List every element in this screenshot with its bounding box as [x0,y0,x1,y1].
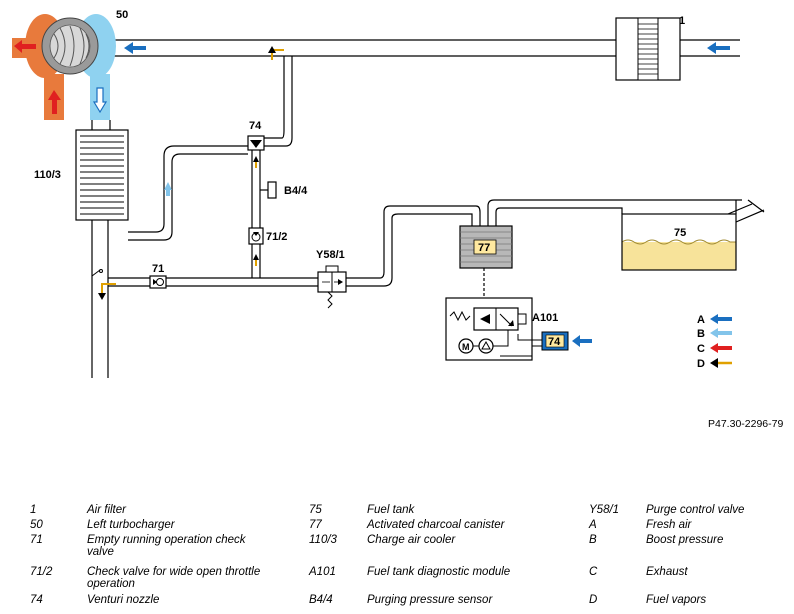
venturi-nozzle [247,135,265,151]
legend-label: Purge control valve [646,504,745,516]
charcoal-canister [459,225,513,269]
callout-71-2: 71/2 [266,231,287,243]
legend-key: 77 [309,519,322,531]
legend-label: Fuel vapors [646,594,707,606]
legend-arrow-b [710,328,732,338]
legend-arrow-c [710,343,732,353]
legend-label: Air filter [87,504,126,516]
legend-key: 71 [30,534,43,546]
legend-label: Fuel tank diagnostic module [367,566,511,578]
callout-a101: A101 [532,312,558,324]
legend-label: Check valve for wide open throttle opera… [87,566,261,590]
legend-key: B4/4 [309,594,333,606]
legend-key: 50 [30,519,43,531]
callout-77: 77 [478,242,490,254]
callout-71: 71 [152,263,164,275]
legend-key: 71/2 [30,566,53,578]
evap-system-diagram: 1 50 [12,9,765,378]
callout-50: 50 [116,9,128,21]
legend-key: B [589,534,597,546]
purge-line-horizontal [108,205,481,287]
callout-b4-4: B4/4 [284,185,308,197]
check-valve-71 [149,275,167,289]
check-valve-71-2 [248,227,264,245]
legend-label: Empty running operation check valve [87,534,246,558]
legend-label: Left turbocharger [87,519,175,531]
legend-key-a: A [697,314,705,326]
legend-label: Fresh air [646,519,692,531]
purge-riser [251,150,261,278]
legend-key: A [589,519,597,531]
legend-label: Venturi nozzle [87,594,160,606]
legend-key-b: B [697,328,705,340]
callout-75: 75 [674,227,686,239]
legend-key: 110/3 [309,534,337,546]
legend-arrow-a [710,314,732,324]
legend-arrow-d [710,358,732,368]
fresh-air-arrow-2 [124,42,146,54]
charge-air-cooler [75,120,129,221]
throttle-flap [91,269,103,277]
legend-label: Exhaust [646,566,688,578]
fresh-air-arrow-1 [707,42,730,54]
purge-control-valve [317,265,347,309]
legend-key: 75 [309,504,322,516]
legend-key: 1 [30,504,37,516]
intake-manifold-pipe [91,220,109,378]
boost-pressure-arrow [164,182,172,196]
turbocharger [12,14,116,120]
fuel-vapor-arrow-riser-upper [253,156,259,168]
fuel-vapor-arrow-riser-lower [253,254,259,266]
legend-key: A101 [309,566,336,578]
callout-y58-1: Y58/1 [316,249,345,261]
legend-label: Charge air cooler [367,534,456,546]
legend-label: Fuel tank [367,504,415,516]
callout-1: 1 [679,15,685,27]
legend-label: Purging pressure sensor [367,594,493,606]
boost-line [128,145,248,241]
flow-legend: A B C D [697,314,732,370]
purging-pressure-sensor [260,181,277,199]
legend-key: Y58/1 [589,504,620,516]
legend-key: D [589,594,598,606]
legend-label: Boost pressure [646,534,724,546]
legend-label: Activated charcoal canister [367,519,505,531]
air-filter [615,17,681,81]
legend-key-c: C [697,343,705,355]
fresh-air-arrow-module [572,335,592,347]
reference-code: P47.30-2296-79 [708,418,784,430]
intake-duct [112,39,740,57]
legend-key: 74 [30,594,43,606]
module-filter-74 [541,331,569,351]
fuel-tank [621,199,765,271]
callout-74-box: 74 [548,336,561,348]
legend-key: C [589,566,598,578]
fuel-vapor-arrow-manifold [101,283,116,296]
diagnostic-module: M [445,268,542,361]
svg-text:M: M [462,342,470,352]
callout-74: 74 [249,120,262,132]
callout-110-3: 110/3 [34,169,61,181]
venturi-return-line [264,56,293,147]
tank-vent-line [487,199,742,226]
legend-key-d: D [697,358,705,370]
